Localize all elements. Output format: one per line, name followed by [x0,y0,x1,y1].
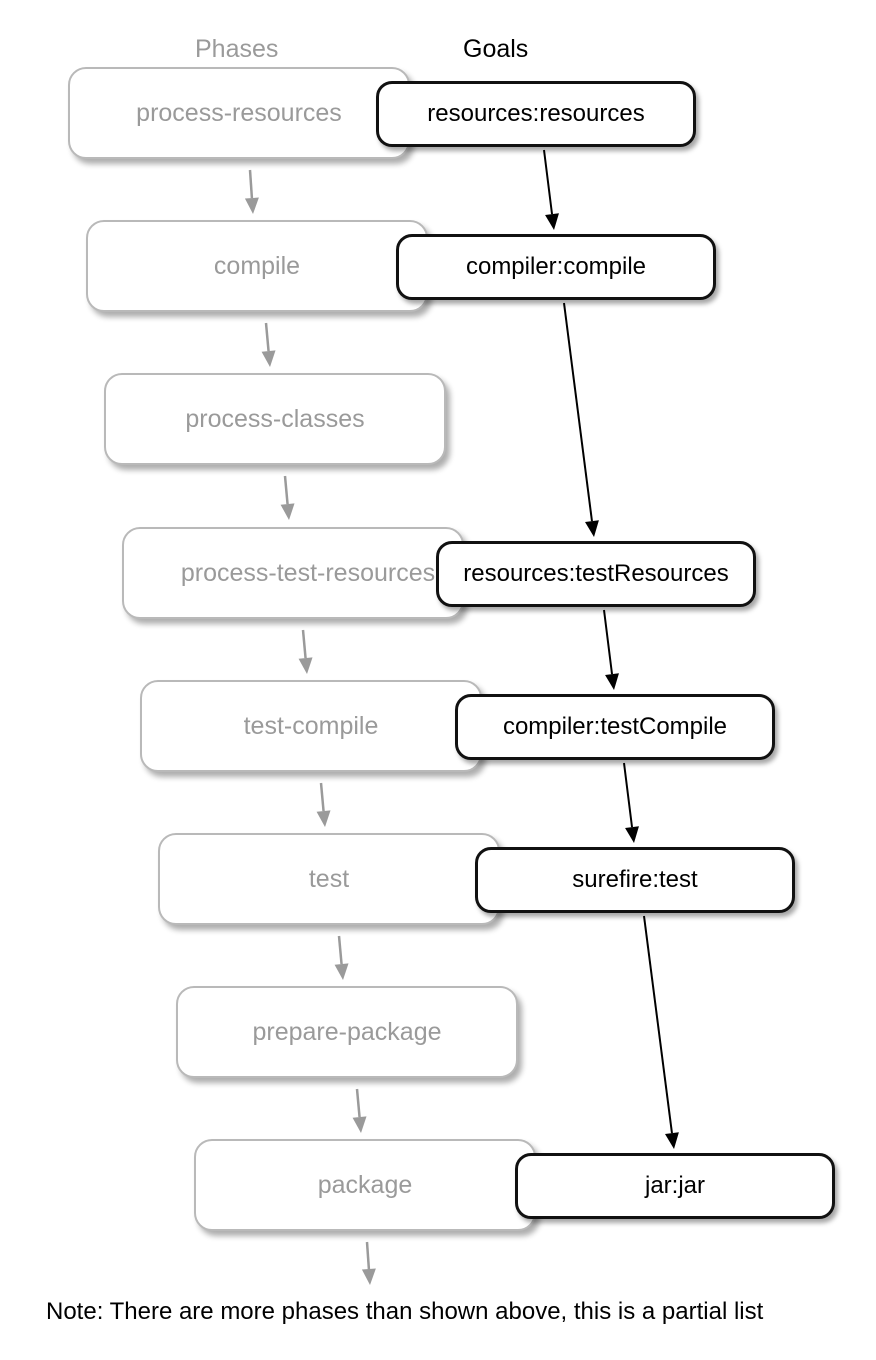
phase-arrow-7 [352,1088,367,1133]
phase-arrow-3 [280,475,295,520]
goal-box-compiler-testcompile: compiler:testCompile [455,694,775,760]
phase-arrow-6 [334,935,349,980]
phase-arrow-5 [316,782,331,827]
goal-arrow-2 [563,302,599,537]
goal-arrow-5 [643,915,679,1149]
goal-box-jar-jar: jar:jar [515,1153,835,1219]
phase-arrow-1 [244,169,259,214]
goal-arrow-4 [623,762,639,843]
phase-arrow-8 [361,1241,376,1285]
phase-arrow-2 [261,322,276,367]
phase-box-compile: compile [86,220,428,312]
footnote: Note: There are more phases than shown a… [46,1298,764,1325]
phase-label: process-classes [185,404,365,433]
phase-label: compile [213,251,301,280]
phase-box-test-compile: test-compile [140,680,482,772]
phase-box-test: test [158,833,500,925]
phase-label: prepare-package [252,1017,442,1046]
phase-arrow-4 [298,629,313,674]
goal-box-compiler-compile: compiler:compile [396,234,716,300]
phase-box-process-classes: process-classes [104,373,446,465]
phase-label: test [308,864,350,893]
goal-box-resources-resources: resources:resources [376,81,696,147]
goal-box-surefire-test: surefire:test [475,847,795,913]
goal-arrow-3 [603,609,619,690]
goal-arrow-1 [543,149,559,230]
phases-heading: Phases [195,35,279,63]
phase-label: process-resources [136,98,342,127]
phase-box-package: package [194,1139,536,1231]
phase-box-process-test-resources: process-test-resources [122,527,464,619]
phase-label: test-compile [243,711,379,740]
phase-label: package [317,1170,413,1199]
phase-label: process-test-resources [180,558,436,587]
goals-heading: Goals [463,35,529,63]
phase-box-process-resources: process-resources [68,67,410,159]
goal-box-resources-testresources: resources:testResources [436,541,756,607]
phase-box-prepare-package: prepare-package [176,986,518,1078]
